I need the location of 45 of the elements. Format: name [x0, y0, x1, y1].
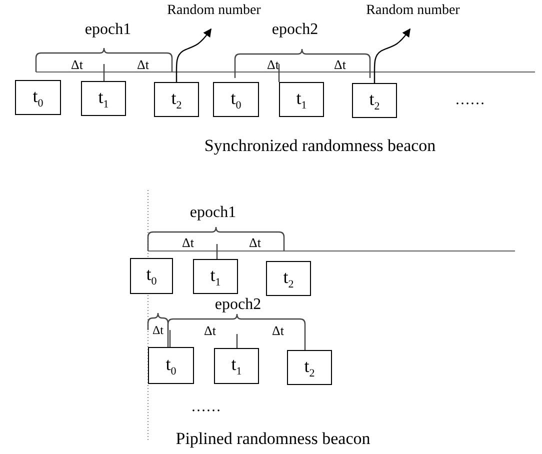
time-label: t$_{1}$	[98, 86, 109, 110]
time-slot-box	[266, 261, 311, 296]
epoch-label: epoch2	[272, 22, 318, 38]
time-label: t$_{2}$	[283, 266, 294, 290]
time-slot-box	[148, 347, 194, 384]
time-slot-box	[130, 258, 173, 294]
time-label: t$_{1}$	[210, 264, 221, 288]
caption: Piplined randomness beacon	[176, 430, 370, 447]
ellipsis: ……	[455, 93, 485, 108]
interval-label: Δt	[182, 236, 194, 249]
caption: Synchronized randomness beacon	[204, 137, 436, 154]
epoch-label: epoch1	[84, 22, 132, 38]
time-slot-box	[214, 348, 259, 384]
time-label: t$_{1}$	[231, 354, 242, 378]
time-slot-box	[154, 82, 199, 117]
time-label: t$_{2}$	[369, 88, 380, 112]
ellipsis: ……	[191, 400, 221, 415]
interval-label: Δt	[249, 236, 261, 249]
time-slot-box	[352, 83, 397, 118]
interval-label: Δt	[137, 58, 149, 71]
output-label: Random number	[366, 2, 460, 18]
time-label: t$_{0}$	[32, 86, 44, 110]
time-label: t$_{1}$	[296, 88, 307, 112]
time-slot-box	[287, 350, 332, 385]
curved-arrow	[374, 28, 410, 83]
epoch-label: epoch1	[190, 205, 236, 221]
interval-label: Δt	[272, 324, 284, 337]
time-label: t$_{0}$	[230, 88, 242, 112]
curved-arrow	[176, 28, 212, 82]
interval-label: Δt	[334, 58, 346, 71]
time-label: t$_{2}$	[171, 88, 182, 112]
time-slot-box	[193, 259, 238, 294]
time-label: t$_{0}$	[166, 354, 176, 378]
time-label: t$_{2}$	[304, 356, 315, 380]
time-label: t$_{0}$	[146, 264, 157, 288]
interval-label: Δt	[204, 324, 216, 337]
time-slot-box	[279, 82, 324, 117]
time-slot-box	[213, 82, 259, 117]
epoch-label: epoch2	[214, 297, 262, 313]
time-slot-box	[15, 80, 61, 115]
interval-label: Δt	[152, 324, 164, 336]
time-slot-box	[81, 81, 126, 116]
output-label: Random number	[167, 2, 261, 18]
interval-label: Δt	[267, 58, 279, 71]
interval-label: Δt	[71, 58, 83, 71]
